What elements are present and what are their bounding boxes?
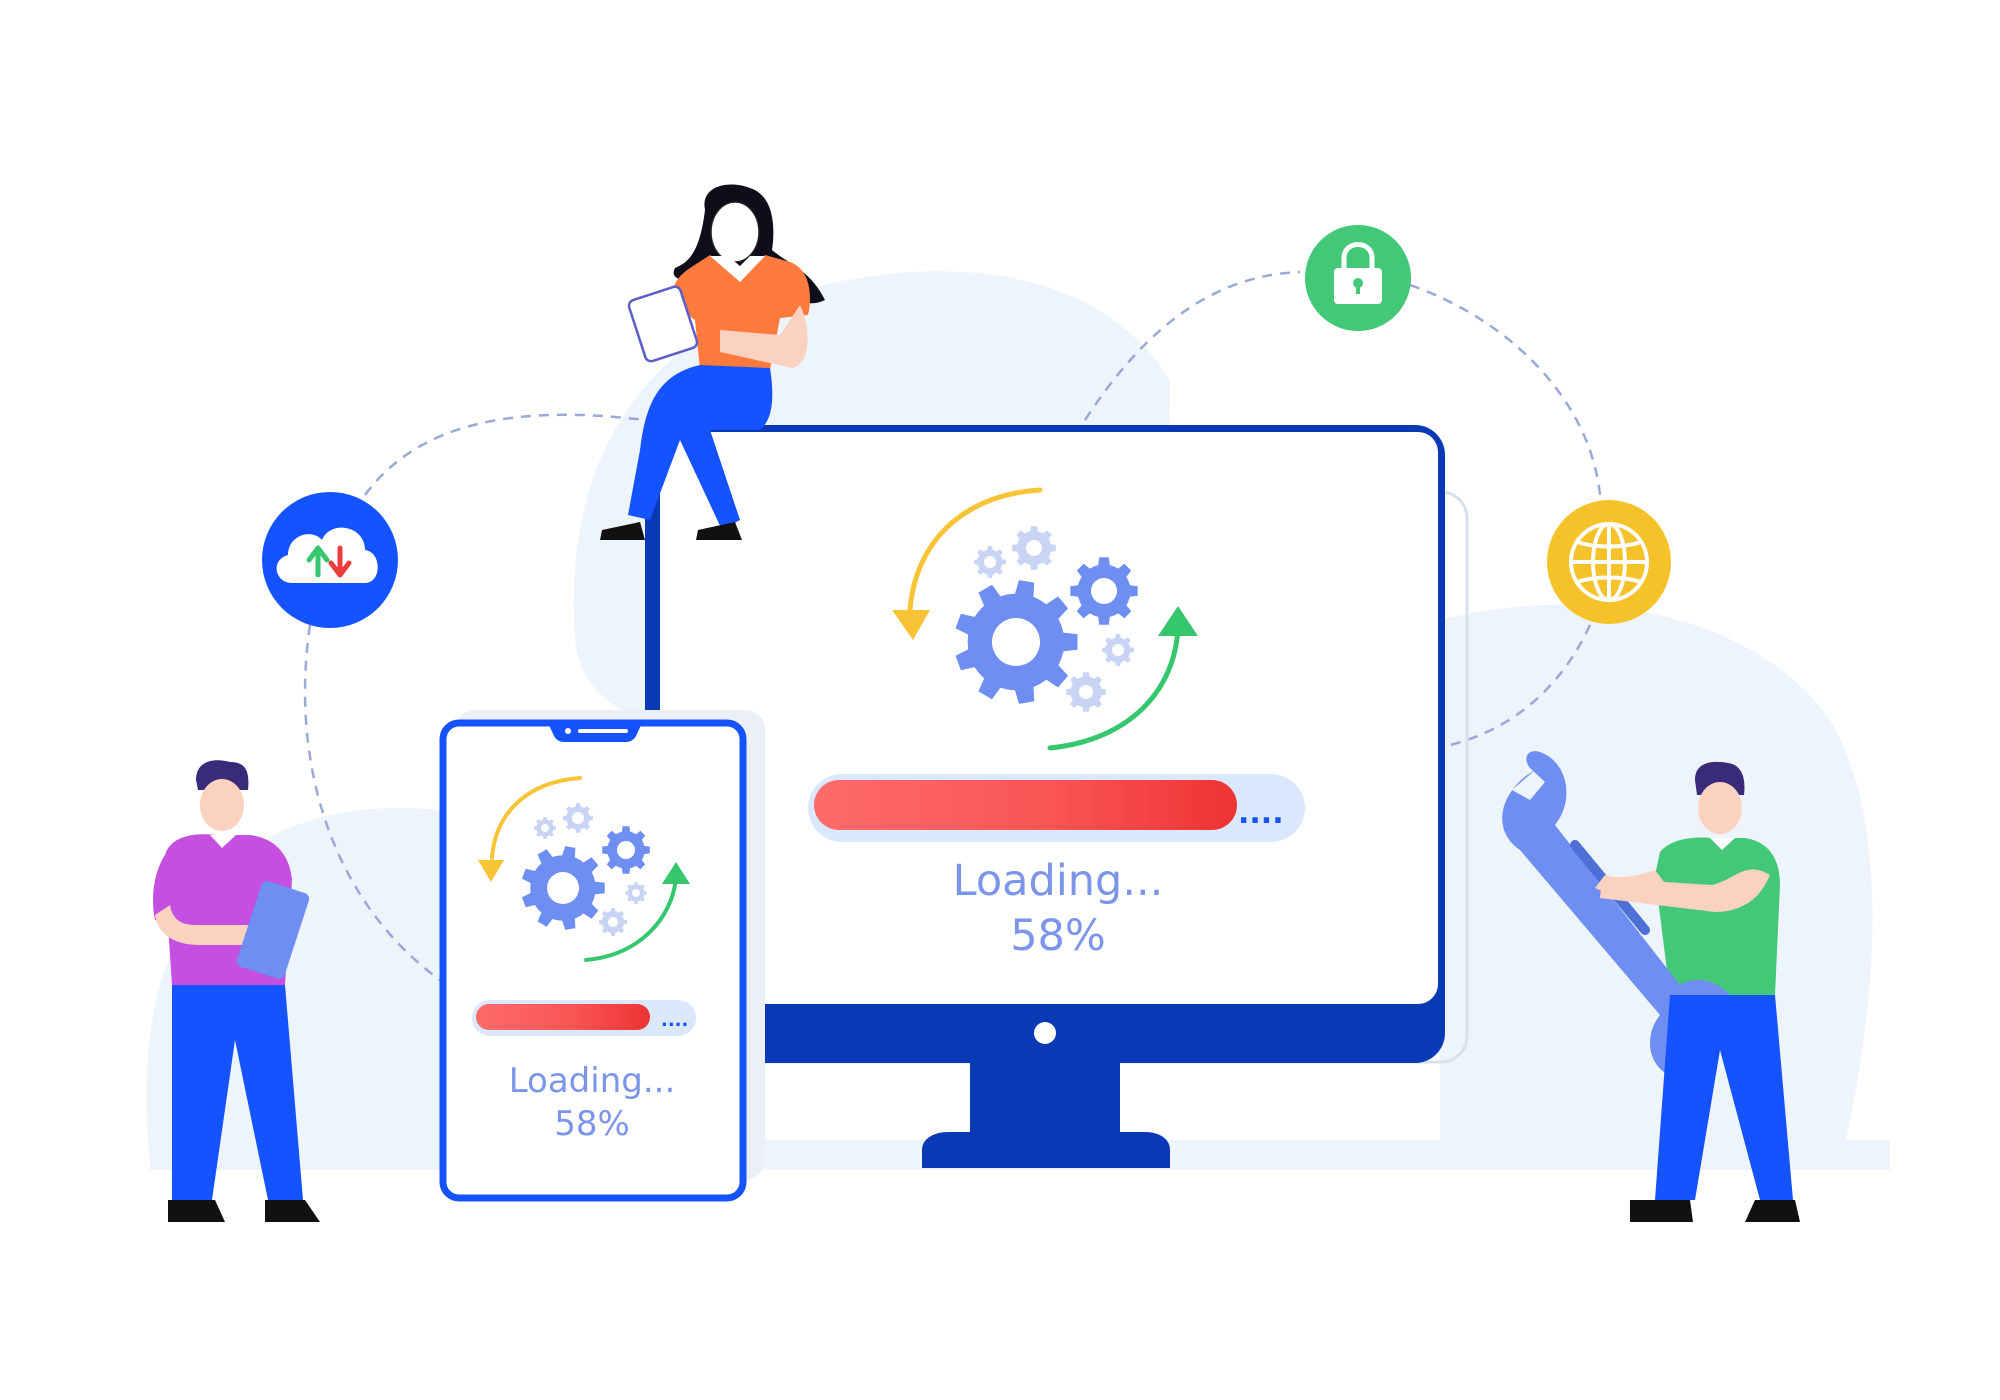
- man-left-legs: [172, 985, 303, 1200]
- woman-with-tablet: [600, 184, 825, 540]
- man-left-shoe-left: [168, 1200, 225, 1222]
- man-left-collar: [210, 835, 236, 848]
- gear-icon: [625, 882, 647, 904]
- phone-sync-arrow-green-head: [662, 862, 690, 884]
- monitor-loading-label: Loading...: [953, 856, 1164, 906]
- cloud-sync-icon: [276, 527, 378, 583]
- dashed-arc-left-down: [303, 624, 441, 982]
- gear-hole: [617, 841, 635, 859]
- gear-hole: [1026, 540, 1042, 556]
- desktop-monitor: .... Loading... 58%: [645, 425, 1469, 1168]
- gear-hole: [984, 556, 996, 568]
- lock-icon: [1334, 242, 1382, 304]
- globe-badge: [1547, 500, 1671, 624]
- globe-icon: [1569, 522, 1649, 602]
- sync-arrow-yellow: [907, 487, 1043, 613]
- phone-percent-label: 58%: [554, 1104, 630, 1144]
- gear-hole: [572, 812, 584, 824]
- cloud-sync-badge: [262, 492, 398, 628]
- monitor-base: [922, 1132, 1170, 1168]
- connection-lines: [303, 270, 1602, 982]
- monitor-percent-label: 58%: [1010, 911, 1106, 961]
- sync-arrow-green: [1047, 625, 1181, 751]
- man-left-shoe-right: [265, 1200, 320, 1222]
- gear-hole: [632, 889, 640, 897]
- man-left-arm: [155, 905, 262, 945]
- phone-sync-arrow-yellow: [490, 776, 582, 860]
- man-right-collar: [1710, 838, 1735, 850]
- dashed-arc-left: [363, 413, 646, 496]
- man-left-face: [200, 779, 244, 831]
- gear-icon: [563, 803, 593, 833]
- man-right-shirt: [1655, 837, 1780, 995]
- woman-arm: [720, 305, 808, 368]
- man-with-tablet: [153, 760, 320, 1222]
- man-right-face: [1698, 782, 1742, 834]
- dashed-arc-right: [1409, 283, 1602, 496]
- gear-hole: [547, 872, 579, 904]
- monitor-neck: [970, 1063, 1120, 1133]
- dashed-arc-right-down: [1449, 624, 1592, 747]
- woman-shoe-right: [696, 522, 742, 540]
- gear-icon: [1070, 557, 1138, 625]
- gear-hole: [1091, 578, 1117, 604]
- gear-icon: [1066, 672, 1106, 712]
- woman-shoe-left: [600, 522, 645, 540]
- sync-arrow-green-head: [1158, 606, 1198, 636]
- man-left-hair: [196, 760, 249, 790]
- gear-hole: [1112, 644, 1124, 656]
- gear-icon: [1102, 634, 1134, 666]
- phone-sync-arrow-green: [584, 876, 678, 962]
- sync-arrow-yellow-head: [892, 610, 930, 640]
- gear-icon: [974, 546, 1006, 578]
- gear-hole: [1079, 685, 1093, 699]
- gear-icon: [522, 846, 605, 930]
- gear-icon: [1012, 526, 1056, 570]
- gear-icon: [955, 580, 1078, 704]
- dashed-arc-right-top: [1083, 270, 1301, 421]
- man-right-legs: [1655, 995, 1793, 1200]
- smartphone: .... Loading... 58%: [439, 710, 765, 1202]
- woman-collar: [710, 256, 765, 282]
- gear-hole: [608, 917, 618, 927]
- gear-icon: [599, 908, 627, 936]
- phone-progress-fill: [476, 1004, 650, 1030]
- phone-loading-label: Loading...: [509, 1061, 676, 1101]
- man-right-shoe-right: [1745, 1200, 1800, 1222]
- monitor-progress-fill: [814, 780, 1237, 830]
- man-with-wrench: [1502, 751, 1800, 1222]
- man-right-arm-upper: [1600, 869, 1770, 912]
- woman-face: [710, 201, 760, 263]
- woman-legs: [628, 365, 773, 530]
- gear-icon: [602, 826, 650, 874]
- phone-speaker: [578, 729, 628, 733]
- gear-hole: [992, 618, 1040, 666]
- phone-progress-dots: ....: [661, 1010, 688, 1031]
- monitor-power-dot: [1034, 1022, 1056, 1044]
- monitor-progress-dots: ....: [1238, 796, 1284, 831]
- phone-camera: [565, 728, 571, 734]
- monitor-screen: [660, 432, 1438, 1004]
- gear-hole: [541, 824, 549, 832]
- phone-sync-arrow-yellow-head: [478, 860, 504, 882]
- man-right-shoe-left: [1630, 1200, 1693, 1222]
- gear-icon: [534, 817, 556, 839]
- woman-tablet: [627, 285, 699, 363]
- lock-badge: [1305, 225, 1411, 331]
- man-left-tablet: [236, 881, 310, 979]
